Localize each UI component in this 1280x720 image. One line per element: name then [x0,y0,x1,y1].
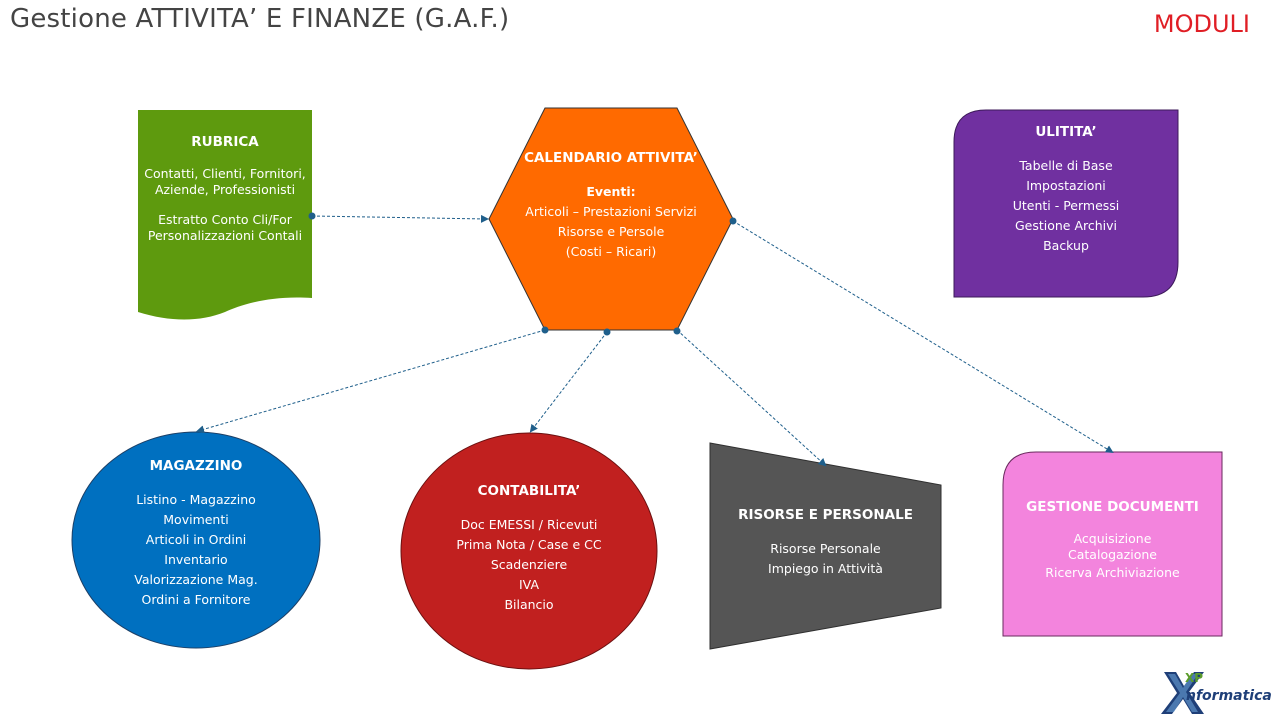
logo-text: nformatica [1186,688,1272,704]
contabilita-line-3: Scadenziere [490,557,568,572]
calendario-text: CALENDARIO ATTIVITA’ Eventi: Articoli – … [489,148,733,262]
documenti-title: GESTIONE DOCUMENTI [1026,499,1199,515]
magazzino-line-2: Movimenti [163,512,229,527]
magazzino-line-6: Ordini a Fornitore [141,592,251,607]
rubrica-title: RUBRICA [191,134,259,150]
magazzino-shape[interactable] [71,431,321,649]
risorse-shape[interactable] [709,442,942,650]
moduli-label: MODULI [1153,10,1250,38]
connector-dots [308,212,737,336]
magazzino-line-5: Valorizzazione Mag. [134,572,258,587]
utilita-shape[interactable] [953,109,1179,298]
utilita-line-2: Impostazioni [1026,178,1106,193]
magazzino-line-4: Inventario [164,552,228,567]
contabilita-text: CONTABILITA’ Doc EMESSI / Ricevuti Prima… [421,481,637,615]
utilita-title: ULITITA’ [1035,124,1097,140]
contabilita-title: CONTABILITA’ [477,483,581,499]
documenti-shape[interactable] [1002,451,1223,637]
risorse-line-2: Impiego in Attività [768,561,883,576]
utilita-line-5: Backup [1043,238,1089,253]
contabilita-line-5: Bilancio [504,597,554,612]
rubrica-text: RUBRICA Contatti, Clienti, Fornitori, Az… [138,132,312,244]
documenti-line-2: Catalogazione [1068,547,1157,562]
contabilita-line-1: Doc EMESSI / Ricevuti [460,517,598,532]
utilita-line-4: Gestione Archivi [1014,218,1118,233]
documenti-text: GESTIONE DOCUMENTI Acquisizione Cataloga… [1003,497,1222,583]
magazzino-line-3: Articoli in Ordini [145,532,247,547]
documenti-line-1: Acquisizione [1073,531,1152,546]
page-title: Gestione ATTIVITA’ E FINANZE (G.A.F.) [10,4,510,34]
magazzino-title: MAGAZZINO [149,458,243,474]
calendario-subtitle: Eventi: [586,184,636,199]
rubrica-line-3: Estratto Conto Cli/For [158,212,292,227]
magazzino-text: MAGAZZINO Listino - Magazzino Movimenti … [90,456,302,610]
xp-informatica-logo: XP [1161,671,1204,714]
utilita-line-1: Tabelle di Base [1019,158,1113,173]
risorse-title: RISORSE E PERSONALE [738,507,913,523]
risorse-line-1: Risorse Personale [770,541,881,556]
calendario-line-1: Articoli – Prestazioni Servizi [525,204,697,219]
contabilita-shape[interactable] [400,432,658,670]
rubrica-line-4: Personalizzazioni Contali [147,228,303,243]
calendario-title: CALENDARIO ATTIVITA’ [524,150,698,166]
calendario-line-2: Risorse e Persole [557,224,665,239]
utilita-line-3: Utenti - Permessi [1012,198,1120,213]
connector-calendario-contabilita [529,331,608,433]
documenti-line-3: Ricerva Archiviazione [1045,565,1180,580]
contabilita-line-4: IVA [519,577,539,592]
contabilita-line-2: Prima Nota / Case e CC [456,537,602,552]
connector-calendario-risorse [676,329,827,467]
magazzino-line-1: Listino - Magazzino [136,492,256,507]
connectors [196,214,1114,467]
rubrica-line-1: Contatti, Clienti, Fornitori, [144,166,306,181]
calendario-line-3: (Costi – Ricari) [565,244,657,259]
utilita-text: ULITITA’ Tabelle di Base Impostazioni Ut… [954,122,1178,256]
rubrica-shape[interactable] [138,110,312,320]
rubrica-line-2: Aziende, Professionisti [154,182,296,197]
connector-calendario-magazzino [196,329,546,434]
connector-rubrica-calendario [311,214,489,223]
risorse-text: RISORSE E PERSONALE Risorse Personale Im… [710,505,941,579]
connector-calendario-documenti [732,220,1114,454]
logo-mark: XP [1185,671,1203,685]
